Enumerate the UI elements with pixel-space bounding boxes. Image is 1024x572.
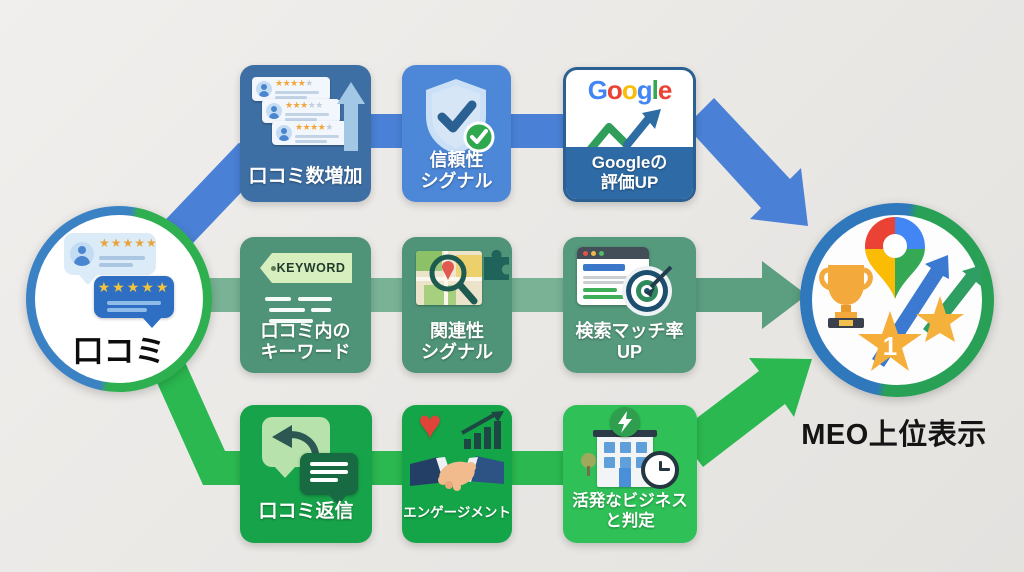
box-review-reply: 口コミ返信 — [240, 405, 372, 543]
star-rating: ★★★★★ — [97, 279, 171, 295]
review-card: ★★★★★ — [262, 99, 340, 123]
box-relevance-signal: 関連性 シグナル — [402, 237, 512, 373]
shield-check-icon — [426, 79, 495, 154]
box-label: 口コミ返信 — [258, 500, 354, 522]
star-icon — [916, 296, 964, 342]
google-box-caption-strip: Googleの 評価UP — [566, 147, 693, 199]
result-label: MEO上位表示 — [801, 419, 987, 451]
box-label: Googleの 評価UP — [591, 152, 668, 192]
review-card: ★★★★★ — [272, 121, 350, 145]
clock-icon — [641, 451, 679, 489]
map-search-icon — [416, 249, 512, 311]
result-circle-meo: 1 — [800, 203, 994, 397]
box-label: 活発なビジネス と判定 — [572, 492, 688, 530]
rank-badge: 1 — [883, 331, 897, 361]
source-circle-reviews: ★★★★★ ★★★★★ 口コミ — [26, 206, 212, 392]
box-search-match-rate-up: 検索マッチ率 UP — [563, 237, 696, 373]
box-review-keywords: KEYWORD 口コミ内の キーワード — [240, 237, 371, 373]
box-label: 検索マッチ率 UP — [575, 320, 684, 362]
tree-icon — [581, 453, 596, 468]
box-label: 口コミ内の キーワード — [260, 320, 351, 362]
active-business-icon — [579, 407, 683, 501]
box-label: 関連性 シグナル — [421, 320, 493, 362]
handshake-icon — [410, 456, 504, 491]
trust-arrow-to-result — [686, 98, 808, 226]
source-label: 口コミ — [72, 334, 166, 369]
meo-ranking-art: 1 — [819, 217, 982, 371]
rank-one-star-icon: 1 — [858, 311, 922, 371]
lightning-badge-icon — [610, 407, 640, 437]
box-google-rating-up: Google Googleの 評価UP — [563, 67, 696, 202]
review-cards-growth-icon: ★★★★★ ★★★★★ ★★★★★ — [252, 77, 365, 157]
avatar-icon — [256, 81, 272, 97]
puzzle-piece-icon — [484, 249, 509, 280]
box-label: エンゲージメント — [403, 505, 511, 521]
engagement-icon: ♥ — [410, 405, 504, 501]
engagement-connector-from-source — [136, 323, 248, 485]
map-icon — [416, 251, 482, 305]
magnifier-pin-icon — [429, 254, 478, 305]
up-arrow-icon — [337, 82, 365, 104]
trophy-icon — [819, 265, 873, 328]
star-rating: ★★★★★ — [285, 100, 323, 110]
star-rating: ★★★★★ — [99, 236, 158, 250]
avatar-icon — [266, 103, 282, 119]
target-dart-icon — [622, 265, 673, 316]
box-label: 信頼性 シグナル — [420, 149, 493, 191]
growth-trend-icon — [585, 109, 661, 155]
box-trust-signal: 信頼性 シグナル — [402, 65, 511, 202]
avatar-icon — [276, 125, 292, 141]
heart-icon: ♥ — [418, 403, 442, 447]
keyword-tag-icon: KEYWORD — [260, 253, 352, 283]
box-active-business: 活発なビジネス と判定 — [563, 405, 697, 543]
review-card: ★★★★★ — [252, 77, 330, 101]
bar-chart-arrow-icon — [461, 411, 504, 449]
engagement-arrow-to-result — [677, 358, 812, 467]
review-bubble-blue-icon: ★★★★★ — [94, 276, 174, 328]
avatar-icon — [70, 242, 94, 266]
review-bubble-light-icon: ★★★★★ — [64, 233, 158, 285]
keyword-tag-text: KEYWORD — [276, 261, 346, 275]
google-logo: Google — [587, 75, 673, 105]
relevance-arrow-to-result — [693, 261, 807, 329]
box-label: 口コミ数増加 — [248, 165, 363, 187]
box-review-count-increase: ★★★★★ ★★★★★ ★★★★★ 口コミ数増加 — [240, 65, 371, 202]
message-bubble-icon — [300, 453, 358, 505]
star-rating: ★★★★★ — [275, 78, 313, 88]
box-engagement: ♥ エンゲージメント — [402, 405, 512, 543]
star-rating: ★★★★★ — [295, 122, 333, 132]
